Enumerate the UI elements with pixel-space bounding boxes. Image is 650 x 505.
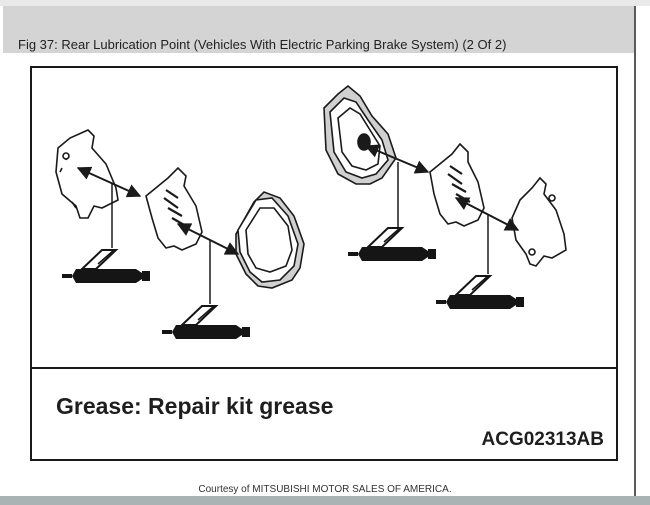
- lubrication-arrow: [176, 223, 240, 255]
- grease-legend: Grease: Repair kit grease: [56, 393, 334, 419]
- lubrication-arrow: [364, 144, 430, 174]
- shim-outer-right: [511, 176, 567, 267]
- brake-pad-left: [235, 191, 305, 289]
- grease-tube-icon: [435, 275, 525, 310]
- shim-inner-right: [429, 142, 485, 227]
- shim-outer-left: [55, 129, 119, 219]
- figure-title: Fig 37: Rear Lubrication Point (Vehicles…: [18, 37, 507, 52]
- brake-pad-right: [323, 84, 397, 185]
- lubrication-arrow: [454, 197, 520, 231]
- grease-tube-icon: [161, 305, 251, 340]
- shim-inner-left: [145, 166, 203, 251]
- caption-divider: [32, 367, 616, 369]
- bottom-scroll-bar: [0, 496, 650, 505]
- grease-tube-icon: [347, 227, 437, 262]
- diagram-frame: Grease: Repair kit grease ACG02313AB: [30, 66, 618, 461]
- figure-code: ACG02313AB: [481, 429, 605, 450]
- lubrication-diagram: [55, 84, 567, 340]
- figure-header: Fig 37: Rear Lubrication Point (Vehicles…: [3, 6, 634, 53]
- credit-line: Courtesy of MITSUBISHI MOTOR SALES OF AM…: [198, 484, 452, 495]
- top-rule: [0, 0, 650, 6]
- grease-tube-icon: [61, 249, 151, 284]
- lubrication-arrow: [76, 166, 142, 198]
